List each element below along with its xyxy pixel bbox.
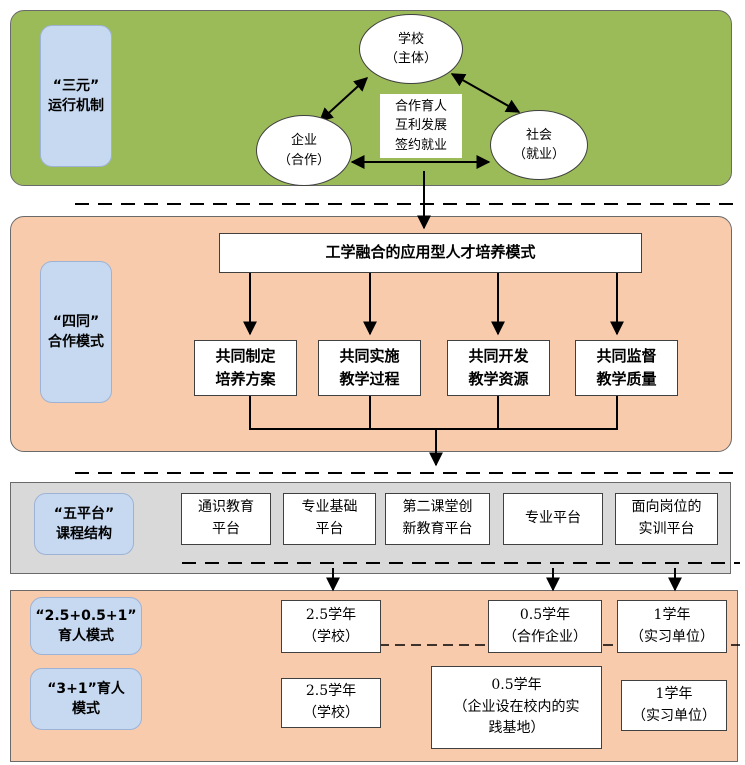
model-31-label: “3+1”育人 模式	[30, 668, 142, 730]
san-yuan-label: “三元” 运行机制	[40, 25, 112, 167]
arrow-school-society	[450, 73, 521, 113]
model-31-campus-base: 0.5学年 （企业设在校内的实 践基地）	[431, 666, 602, 749]
si-tong-label: “四同” 合作模式	[40, 261, 112, 403]
model-31-school: 2.5学年 （学校）	[281, 678, 381, 728]
model-251-label: “2.5+0.5+1” 育人模式	[30, 597, 142, 655]
center-note: 合作育人 互利发展 签约就业	[380, 94, 462, 158]
society-node: 社会 （就业）	[490, 110, 588, 180]
coop-item-2: 共同实施 教学过程	[318, 340, 421, 396]
platform-professional-basics: 专业基础 平台	[283, 493, 376, 545]
coop-item-4: 共同监督 教学质量	[575, 340, 678, 396]
platform-job-training: 面向岗位的 实训平台	[615, 493, 718, 545]
coop-item-1: 共同制定 培养方案	[194, 340, 297, 396]
merge-bracket	[249, 396, 618, 430]
platform-professional: 专业平台	[503, 493, 603, 545]
platform-general-education: 通识教育 平台	[181, 493, 271, 545]
coop-item-3: 共同开发 教学资源	[447, 340, 550, 396]
cooperation-title: 工学融合的应用型人才培养模式	[219, 233, 642, 273]
school-node: 学校 （主体）	[359, 14, 463, 84]
model-251-internship: 1学年 （实习单位）	[617, 600, 727, 653]
model-251-school: 2.5学年 （学校）	[281, 600, 381, 653]
platform-second-classroom: 第二课堂创 新教育平台	[385, 493, 490, 545]
enterprise-node: 企业 （合作）	[256, 115, 352, 186]
wu-pingtai-label: “五平台” 课程结构	[34, 493, 134, 555]
arrow-school-enterprise	[318, 77, 369, 122]
model-31-internship: 1学年 （实习单位）	[621, 680, 727, 731]
model-251-enterprise: 0.5学年 （合作企业）	[488, 600, 602, 653]
